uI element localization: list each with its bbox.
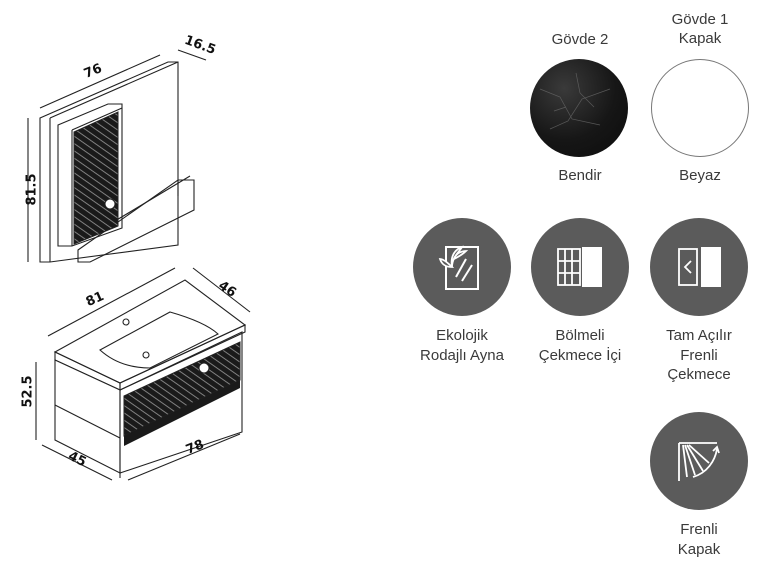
swatch-bendir [530, 59, 628, 157]
dim-cabinet-height: 81.5 [24, 173, 40, 206]
swatch-title-body2: Gövde 2 [551, 31, 609, 48]
swatch-title-body1-cover: Gövde 1 Kapak [671, 11, 729, 47]
feature-drawer-divider [531, 218, 629, 316]
soft-close-drawer-icon [678, 247, 721, 287]
swatch-beyaz [651, 59, 749, 157]
mirror-panel [39, 61, 179, 263]
eco-mirror-icon [438, 245, 479, 290]
feature-eco-mirror [413, 218, 511, 316]
dim-unit-height: 52.5 [20, 375, 36, 408]
swatch-name-beyaz: Beyaz [679, 167, 721, 184]
product-line-drawing [27, 49, 251, 481]
technical-drawing: 16.5 76 81.5 81 46 52.5 45 78 [20, 33, 251, 481]
marble-texture-icon [539, 72, 611, 130]
drawer-divider-icon [557, 247, 602, 287]
swatch-name-bendir: Bendir [558, 167, 602, 184]
feature-soft-close-door [650, 412, 748, 510]
soft-close-door-icon [678, 442, 720, 481]
feature-soft-close-drawer [650, 218, 748, 316]
